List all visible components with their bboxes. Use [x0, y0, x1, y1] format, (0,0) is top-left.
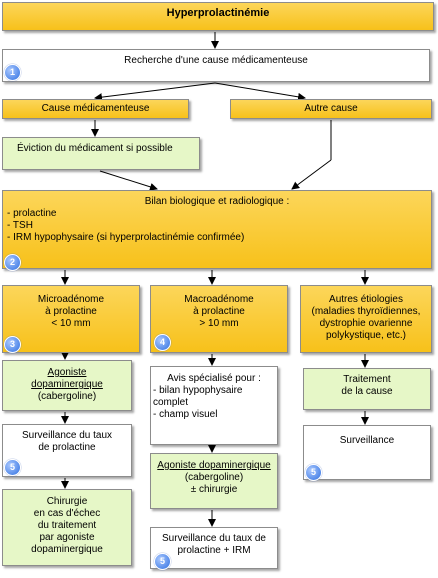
title-box: Hyperprolactinémie: [2, 2, 434, 31]
title-text: Hyperprolactinémie: [166, 7, 270, 19]
cause-med-text: Cause médicamenteuse: [41, 103, 150, 114]
autres-line: Autres étiologies: [329, 294, 403, 305]
arrow-other-bilan: [291, 159, 332, 190]
eviction-box: Éviction du médicament si possible: [2, 137, 200, 170]
traitement-line: de la cause: [341, 386, 393, 397]
surveillance-left-box: Surveillance du taux de prolactine: [2, 424, 132, 477]
chirurgie-line: Chirurgie: [46, 496, 88, 507]
avis-line: complet: [153, 397, 189, 408]
micro-line: Microadénome: [37, 294, 105, 305]
agoniste-left-title: dopaminergique: [31, 379, 103, 390]
avis-line: - bilan hypophysaire: [153, 385, 243, 396]
surv-mid-line: prolactine + IRM: [177, 545, 251, 556]
arrow-search-cause: [94, 82, 216, 102]
step-badge-3: 3: [4, 336, 21, 353]
surveillance-text: Surveillance: [339, 435, 395, 446]
surv-left-line: Surveillance du taux: [21, 430, 113, 441]
macroadenome-box: Macroadénome à prolactine > 10 mm: [150, 285, 288, 353]
surv-mid-line: Surveillance du taux de: [162, 533, 266, 544]
chirurgie-line: du traitement: [37, 520, 97, 531]
microadenome-box: Microadénome à prolactine < 10 mm: [2, 285, 140, 353]
bilan-title: Bilan biologique et radiologique :: [144, 196, 290, 207]
bilan-item: - IRM hypophysaire (si hyperprolactinémi…: [7, 232, 245, 243]
cause-med-box: Cause médicamenteuse: [2, 99, 189, 119]
bilan-box: Bilan biologique et radiologique : - pro…: [2, 190, 432, 269]
avis-line: Avis spécialisé pour :: [167, 373, 261, 384]
chirurgie-line: dopaminergique: [31, 544, 103, 555]
search-box: Recherche d'une cause médicamenteuse: [2, 49, 430, 82]
arrow-search-other: [214, 82, 306, 101]
surveillance-right-box: Surveillance: [303, 425, 431, 480]
other-cause-text: Autre cause: [304, 103, 358, 114]
agoniste-left-sub: (cabergoline): [37, 391, 97, 402]
step-badge-4: 4: [154, 334, 171, 351]
chirurgie-line: par agoniste: [39, 532, 95, 543]
other-cause-box: Autre cause: [230, 99, 432, 119]
arrow-eviction-bilan: [99, 170, 158, 191]
chirurgie-box: Chirurgie en cas d'échec du traitement p…: [2, 489, 132, 566]
bilan-item: - TSH: [7, 220, 33, 231]
bilan-item: - prolactine: [7, 208, 57, 219]
macro-line: Macroadénome: [184, 294, 254, 305]
step-badge-2: 2: [4, 254, 21, 271]
micro-line: à prolactine: [45, 306, 97, 317]
agoniste-left-box: Agoniste dopaminergique (cabergoline): [2, 360, 132, 411]
agoniste-left-title: Agoniste: [47, 367, 87, 378]
agoniste-mid-sub: ± chirurgie: [190, 484, 238, 495]
surv-left-line: de prolactine: [38, 442, 96, 453]
macro-line: à prolactine: [193, 306, 245, 317]
agoniste-mid-title: Agoniste dopaminergique: [157, 460, 271, 471]
traitement-box: Traitement de la cause: [303, 368, 431, 410]
autres-line: (maladies thyroïdiennes,: [311, 306, 421, 317]
step-badge-5: 5: [4, 459, 21, 476]
agoniste-mid-box: Agoniste dopaminergique (cabergoline) ± …: [150, 453, 278, 509]
step-badge-5: 5: [305, 464, 322, 481]
chirurgie-line: en cas d'échec: [33, 508, 101, 519]
macro-line: > 10 mm: [199, 318, 239, 329]
autres-line: polykystique, etc.): [325, 330, 407, 341]
avis-box: Avis spécialisé pour : - bilan hypophysa…: [150, 366, 278, 445]
surveillance-mid-box: Surveillance du taux de prolactine + IRM: [150, 527, 278, 569]
step-badge-5: 5: [154, 553, 171, 570]
eviction-text: Éviction du médicament si possible: [17, 143, 173, 154]
search-text: Recherche d'une cause médicamenteuse: [124, 55, 308, 66]
traitement-line: Traitement: [343, 374, 391, 385]
agoniste-mid-sub: (cabergoline): [184, 472, 244, 483]
micro-line: < 10 mm: [51, 318, 91, 329]
avis-line: - champ visuel: [153, 409, 218, 420]
autres-etiologies-box: Autres étiologies (maladies thyroïdienne…: [300, 285, 432, 353]
autres-line: dystrophie ovarienne: [319, 318, 413, 329]
step-badge-1: 1: [4, 64, 21, 81]
